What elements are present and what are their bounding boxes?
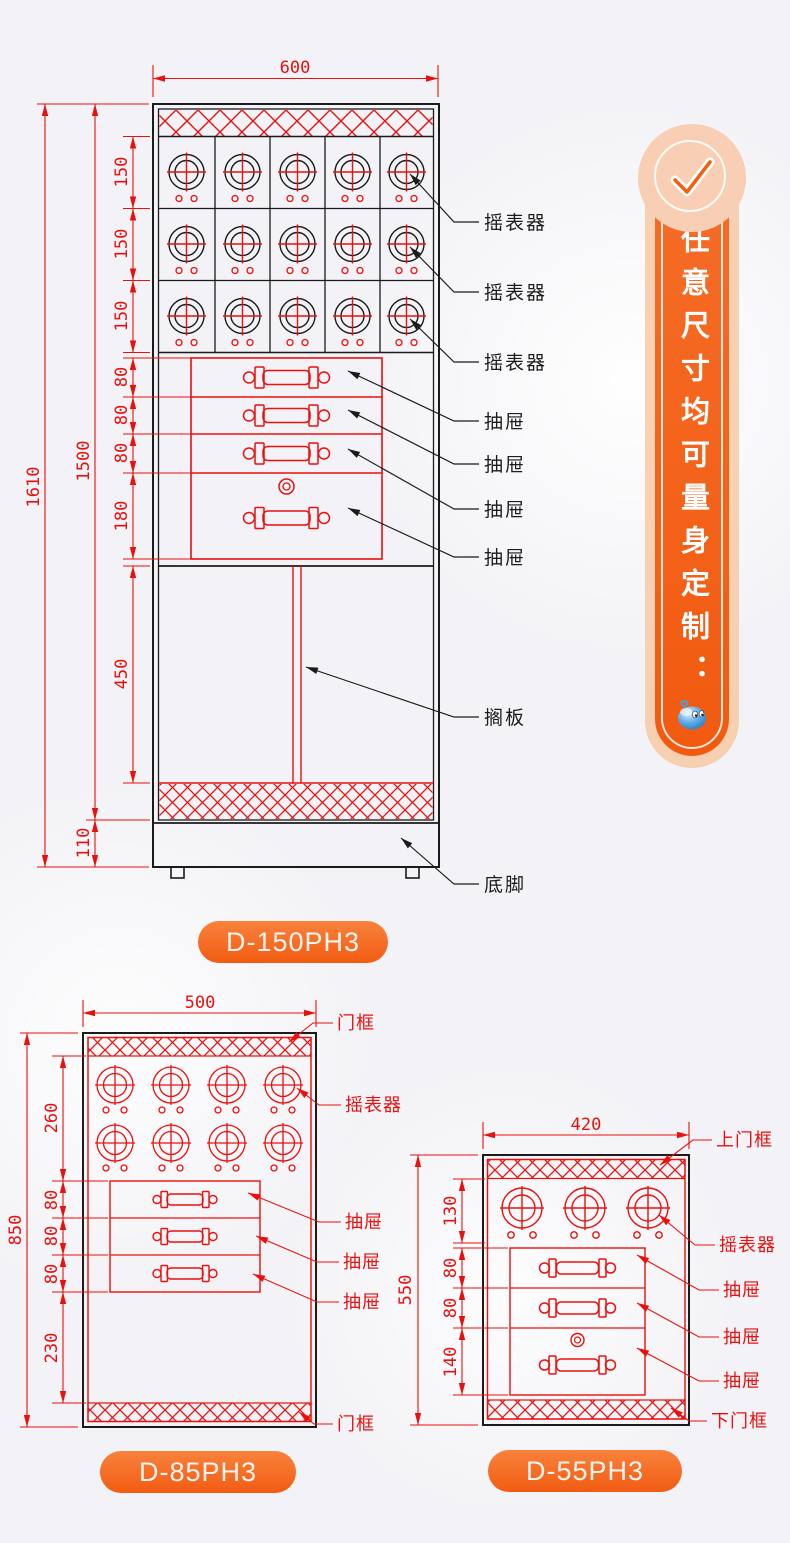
dim-body-height: 1500 [74, 441, 94, 482]
drawer-stack [109, 1180, 261, 1293]
callout-drawer: 抽屉 [345, 1212, 383, 1232]
callout-door-frame: 门框 [337, 1013, 375, 1033]
callout-meter-winder: 摇表器 [484, 352, 547, 374]
cabinet-d150-linework [152, 103, 440, 879]
dim-height: 550 [396, 1275, 416, 1306]
lock-icon [278, 478, 295, 495]
check-badge-ring [654, 140, 726, 212]
model-label-d150: D-150PH3 [198, 921, 388, 963]
dim-meter-row: 150 [112, 301, 132, 332]
cabinet-d85-dimension-text: 500 850 260 80 80 80 230 [6, 993, 215, 1363]
callout-door-frame: 门框 [337, 1414, 375, 1434]
cabinet-d55-callouts: 上门框 摇表器 抽屉 抽屉 抽屉 下门框 [636, 1130, 776, 1431]
cabinet-d55-dimension-text: 420 550 130 80 80 140 [396, 1115, 601, 1377]
top-vent-hatch [87, 1036, 312, 1057]
cabinet-d150-dimension-text: 600 1610 1500 110 150 150 150 80 80 80 1… [24, 58, 310, 858]
cabinet-d85-callouts: 门框 摇表器 抽屉 抽屉 抽屉 门框 [247, 1013, 402, 1434]
meter-winder-dials [94, 1064, 304, 1172]
callout-meter-winder: 摇表器 [484, 282, 547, 304]
callout-meter-winder: 摇表器 [345, 1095, 402, 1115]
check-icon [670, 157, 715, 197]
drawer-stack [190, 357, 383, 560]
foot [405, 866, 420, 879]
callout-drawer: 抽屉 [343, 1252, 381, 1272]
dim-drawer: 180 [112, 501, 132, 532]
callout-foot: 底脚 [484, 874, 526, 896]
callout-drawer: 抽屉 [484, 411, 526, 433]
cabinet-d150-dimensions [37, 65, 439, 868]
callout-drawer: 抽屉 [343, 1292, 381, 1312]
meter-winder-dials [499, 1185, 671, 1239]
model-label-d85: D-85PH3 [100, 1451, 296, 1493]
dim-meter-row: 150 [112, 229, 132, 260]
callout-drawer: 抽屉 [723, 1327, 761, 1347]
callout-meter-winder: 摇表器 [719, 1235, 776, 1255]
callout-drawer: 抽屉 [723, 1371, 761, 1391]
bottom-vent-hatch [486, 1399, 686, 1420]
dim-width: 600 [280, 58, 311, 78]
dim-width: 420 [571, 1115, 602, 1135]
bottom-vent-hatch [159, 784, 433, 819]
ribbon-vertical-text: 任意尺寸均可量身定制： [676, 224, 709, 697]
cabinet-d85-dimensions [20, 1000, 317, 1428]
callout-drawer: 抽屉 [484, 499, 526, 521]
dim-drawer: 80 [112, 443, 132, 463]
callout-drawer: 抽屉 [484, 454, 526, 476]
cabinet-d85-linework [82, 1032, 317, 1428]
drawer-stack [509, 1247, 646, 1396]
dim-meter-area: 130 [441, 1196, 461, 1227]
dim-drawer: 80 [112, 405, 132, 425]
model-label-d55: D-55PH3 [488, 1450, 682, 1492]
callout-shelf: 搁板 [484, 707, 526, 729]
top-vent-hatch [159, 110, 433, 136]
cabinet-d55-linework [482, 1154, 690, 1426]
custom-size-ribbon: 任意尺寸均可量身定制： [655, 162, 729, 756]
dim-meter-area: 260 [42, 1103, 62, 1134]
dim-shelf: 450 [112, 659, 132, 690]
foot [170, 866, 185, 879]
dim-height: 850 [6, 1215, 26, 1246]
dim-drawer: 80 [112, 367, 132, 387]
dim-drawer: 80 [42, 1190, 62, 1210]
dim-base: 110 [74, 828, 94, 859]
dim-meter-row: 150 [112, 157, 132, 188]
callout-bottom-door-frame: 下门框 [711, 1411, 768, 1431]
bottom-vent-hatch [87, 1402, 312, 1423]
dim-drawer: 80 [441, 1258, 461, 1278]
blue-blob-mascot-icon [674, 700, 710, 730]
cabinet-d55-dimensions [410, 1122, 690, 1426]
dim-total-height: 1610 [24, 467, 44, 508]
dim-drawer: 80 [441, 1298, 461, 1318]
callout-drawer: 抽屉 [484, 547, 526, 569]
meter-winder-dials [166, 151, 427, 347]
lock-icon [570, 1332, 585, 1348]
dim-drawer: 80 [42, 1226, 62, 1246]
dim-drawer: 80 [42, 1264, 62, 1284]
callout-drawer: 抽屉 [723, 1280, 761, 1300]
dim-width: 500 [185, 993, 216, 1013]
callout-meter-winder: 摇表器 [484, 212, 547, 234]
callout-top-door-frame: 上门框 [716, 1130, 773, 1150]
top-vent-hatch [486, 1158, 686, 1180]
dim-drawer: 140 [441, 1347, 461, 1378]
dim-bottom: 230 [42, 1333, 62, 1364]
check-badge [638, 124, 746, 232]
cabinet-d150-callouts: 摇表器 摇表器 摇表器 抽屉 抽屉 抽屉 抽屉 搁板 底脚 [305, 173, 547, 896]
